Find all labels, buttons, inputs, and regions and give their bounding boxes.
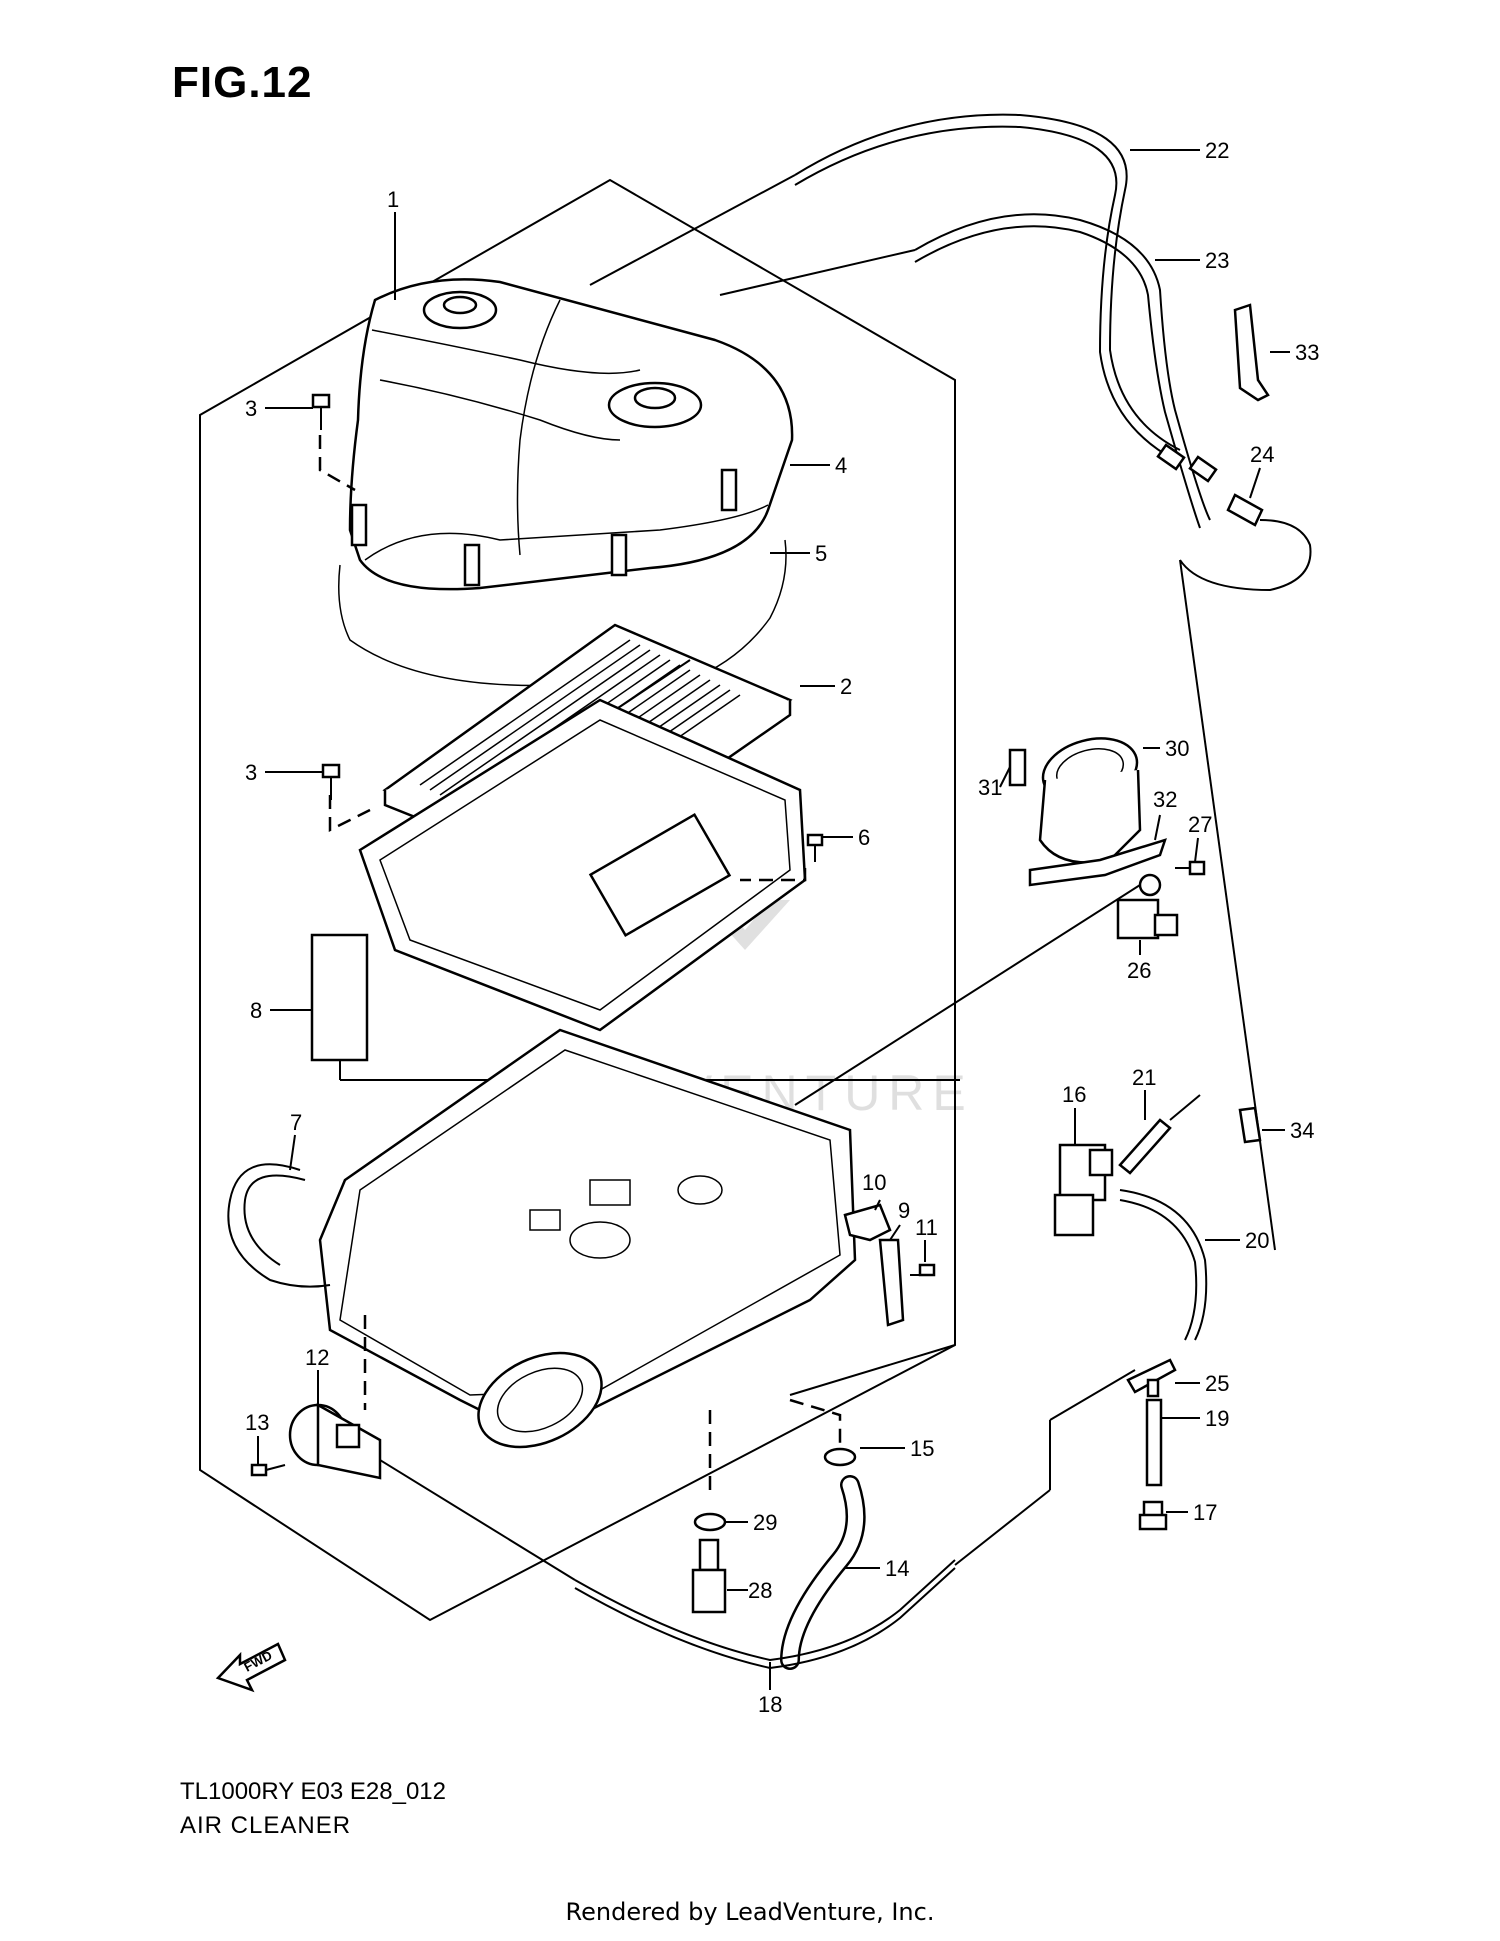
callout-labels: 1 2 3 3 4 5 6 7 8 9 10 11 12 13 14 15 16…	[245, 138, 1319, 1717]
screw-13	[250, 1463, 286, 1477]
callout-27: 27	[1188, 812, 1212, 837]
fwd-arrow-icon: FWD	[215, 1642, 287, 1693]
assembly-boundary	[199, 178, 956, 1622]
bolt-31	[1008, 748, 1027, 787]
callout-9: 9	[898, 1198, 910, 1223]
figure-title: FIG.12	[172, 58, 313, 107]
model-code: TL1000RY E03 E28_012	[180, 1778, 447, 1805]
clamp-15	[823, 1447, 857, 1467]
callout-3-upper: 3	[245, 396, 257, 421]
dashed-guide-6	[740, 868, 807, 882]
callout-12: 12	[305, 1345, 329, 1370]
duct-30	[1038, 737, 1142, 864]
callout-30: 30	[1165, 736, 1189, 761]
callout-4: 4	[835, 453, 847, 478]
callout-3-lower: 3	[245, 760, 257, 785]
dashed-guide-3a	[318, 435, 356, 492]
clamp-32	[1028, 838, 1167, 887]
callout-24: 24	[1250, 442, 1274, 467]
valve-16	[1053, 1143, 1114, 1237]
dashed-guide-3b	[328, 795, 371, 833]
clip-34	[1238, 1106, 1262, 1144]
joint-24	[1226, 493, 1264, 527]
callout-33: 33	[1295, 340, 1319, 365]
callout-10: 10	[862, 1170, 886, 1195]
callout-29: 29	[753, 1510, 777, 1535]
callout-2: 2	[840, 674, 852, 699]
callout-19: 19	[1205, 1406, 1229, 1431]
cap-17	[1138, 1500, 1168, 1531]
screw-3-lower	[321, 763, 341, 800]
air-cleaner-cap	[348, 278, 794, 591]
callout-8: 8	[250, 998, 262, 1023]
screw-3-upper	[311, 393, 331, 430]
bracket-10	[843, 1203, 892, 1242]
footer-credit: Rendered by LeadVenture, Inc.	[565, 1898, 935, 1926]
callout-17: 17	[1193, 1500, 1217, 1525]
callout-7: 7	[290, 1110, 302, 1135]
callout-5: 5	[815, 541, 827, 566]
washer-29	[693, 1512, 727, 1532]
callout-6: 6	[858, 825, 870, 850]
hose-23	[914, 213, 1211, 521]
callout-16: 16	[1062, 1082, 1086, 1107]
intake-port	[588, 812, 732, 938]
pipe-21	[1118, 1118, 1172, 1175]
section-name: AIR CLEANER	[180, 1812, 352, 1839]
callout-20: 20	[1245, 1228, 1269, 1253]
callout-15: 15	[910, 1436, 934, 1461]
switch-26	[1116, 873, 1179, 940]
callout-23: 23	[1205, 248, 1229, 273]
screw-27	[1175, 860, 1206, 876]
resonator-block	[310, 933, 369, 1062]
drain-plug-28	[691, 1538, 727, 1614]
hose-20	[1119, 1189, 1208, 1341]
hose-22	[794, 113, 1181, 451]
callout-31: 31	[978, 775, 1002, 800]
joint-25	[1126, 1358, 1177, 1394]
callout-34: 34	[1290, 1118, 1314, 1143]
air-cleaner-case	[318, 1028, 857, 1449]
callout-18: 18	[758, 1692, 782, 1717]
callout-32: 32	[1153, 787, 1177, 812]
callout-26: 26	[1127, 958, 1151, 983]
callout-28: 28	[748, 1578, 772, 1603]
clip-33	[1233, 303, 1270, 402]
callout-25: 25	[1205, 1371, 1229, 1396]
hose-18	[574, 1559, 956, 1662]
callout-22: 22	[1205, 138, 1229, 163]
drain-cap-12	[288, 1402, 576, 1581]
pipe-19	[1145, 1398, 1163, 1487]
bracket-9	[878, 1238, 905, 1327]
callout-11: 11	[915, 1215, 938, 1240]
callout-13: 13	[245, 1410, 269, 1435]
callout-21: 21	[1132, 1065, 1156, 1090]
callout-14: 14	[885, 1556, 909, 1581]
callout-1: 1	[387, 187, 399, 212]
dashed-guide-15	[789, 1398, 842, 1450]
screw-6	[806, 833, 824, 862]
case-seal	[227, 1163, 331, 1288]
screw-11	[910, 1263, 936, 1277]
leader-lines	[257, 149, 1290, 1690]
